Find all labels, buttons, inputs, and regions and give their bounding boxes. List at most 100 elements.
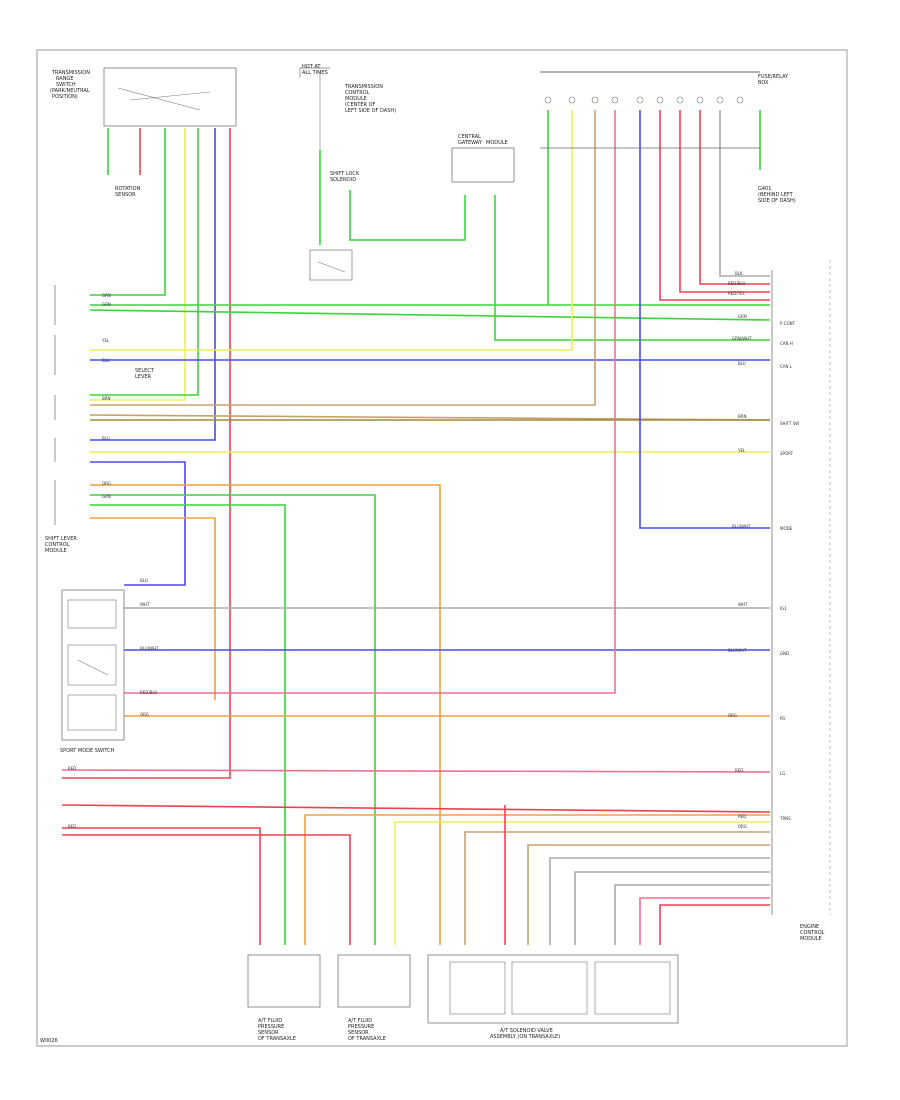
- wire-tan-35: [464, 831, 770, 945]
- svg-text:YEL: YEL: [737, 448, 746, 453]
- sport-mode-switch: [61, 589, 125, 741]
- svg-text:BOX: BOX: [758, 80, 769, 86]
- svg-text:RED: RED: [68, 766, 76, 771]
- wire-green-4: [90, 128, 199, 396]
- svg-text:SENSOR: SENSOR: [115, 192, 136, 198]
- wire-gray-38: [574, 871, 770, 945]
- svg-text:WHT: WHT: [140, 602, 150, 607]
- svg-text:LG: LG: [780, 771, 785, 776]
- wire-tan-16: [89, 414, 771, 421]
- connector-pin-7: [696, 96, 704, 104]
- wire-red-43: [679, 110, 770, 293]
- svg-text:GRN: GRN: [738, 314, 747, 319]
- fluid-pressure-sensor-1: [247, 954, 321, 1008]
- label-bottom-sensor-2: A/T FLUID PRESSURE SENSOR OF TRANSAXLE: [348, 1018, 386, 1042]
- svg-text:(CENTER OF: (CENTER OF: [345, 102, 376, 108]
- wire-blue-20: [639, 110, 770, 529]
- svg-text:CAN H: CAN H: [780, 341, 793, 346]
- label-rotation-sensor: ROTATION SENSOR: [115, 186, 141, 198]
- svg-text:RED/BLU: RED/BLU: [140, 690, 158, 695]
- solenoid-valve-assembly: [427, 954, 679, 1024]
- wire-pink-40: [639, 897, 770, 945]
- svg-text:OF TRANSAXLE: OF TRANSAXLE: [348, 1036, 386, 1042]
- label-solenoid-assembly: A/T SOLENOID VALVE ASSEMBLY (ON TRANSAXL…: [490, 1028, 560, 1040]
- svg-text:BRN: BRN: [102, 396, 111, 401]
- svg-text:BLU: BLU: [140, 578, 148, 583]
- connector-pin-9: [736, 96, 744, 104]
- svg-text:MODE: MODE: [780, 526, 793, 531]
- svg-text:MODULE: MODULE: [800, 936, 822, 942]
- svg-text:SELECT: SELECT: [135, 368, 155, 374]
- wire-green-0: [90, 128, 166, 296]
- svg-text:RED: RED: [68, 824, 76, 829]
- svg-text:RANGE: RANGE: [56, 76, 73, 82]
- label-select-lever: SELECT LEVER: [135, 368, 155, 380]
- svg-text:SWITCH: SWITCH: [56, 82, 76, 88]
- svg-text:SHIFT LEVER: SHIFT LEVER: [45, 536, 77, 542]
- right-wire-labels: BLK RED/BLU RED/YEL GRN GRN/WHT BLU BRN …: [728, 271, 752, 829]
- diagram-frame: [36, 49, 848, 1047]
- wire-green-12: [494, 195, 770, 341]
- connector-pin-4: [636, 96, 644, 104]
- wire-yellow-32: [394, 821, 770, 945]
- wire-red-41: [659, 904, 770, 945]
- svg-text:RED: RED: [735, 768, 743, 773]
- svg-text:SPORT: SPORT: [780, 451, 794, 456]
- label-central-gateway: CENTRAL GATEWAY MODULE: [458, 134, 508, 146]
- wire-red-42: [659, 110, 770, 301]
- connector-pin-3: [611, 96, 619, 104]
- connector-pin-1: [568, 96, 576, 104]
- svg-text:MODULE: MODULE: [486, 140, 508, 146]
- wire-pink-27: [124, 110, 616, 694]
- wire-orange-21: [90, 484, 441, 945]
- svg-text:A/T FLUID: A/T FLUID: [348, 1018, 372, 1024]
- svg-text:BLK: BLK: [735, 271, 743, 276]
- svg-text:CENTRAL: CENTRAL: [458, 134, 481, 140]
- svg-text:ORG: ORG: [102, 481, 111, 486]
- svg-text:GRN: GRN: [102, 494, 111, 499]
- svg-text:HOT AT: HOT AT: [302, 64, 321, 70]
- svg-text:BLU/WHT: BLU/WHT: [728, 648, 747, 653]
- svg-text:SHIFT SW: SHIFT SW: [780, 421, 799, 426]
- fluid-pressure-sensor-2: [337, 954, 411, 1008]
- label-junction: FUSE/RELAY BOX: [758, 74, 789, 86]
- left-wire-labels: GRN GRN YEL BLU BRN BLU ORG GRN BLU WHT …: [68, 293, 159, 829]
- svg-text:RED: RED: [738, 814, 746, 819]
- engine-control-module: [771, 260, 831, 915]
- svg-text:SHIFT LOCK: SHIFT LOCK: [330, 171, 360, 177]
- shift-lock-solenoid: [309, 249, 353, 281]
- wire-red-33: [62, 827, 261, 945]
- svg-text:ALL TIMES: ALL TIMES: [302, 70, 328, 76]
- svg-text:BLU/WHT: BLU/WHT: [140, 646, 159, 651]
- svg-text:LEFT SIDE OF DASH): LEFT SIDE OF DASH): [345, 108, 396, 114]
- wire-yellow-13: [90, 110, 573, 351]
- svg-text:SIDE OF DASH): SIDE OF DASH): [758, 198, 796, 204]
- wire-green-9: [89, 309, 771, 321]
- svg-text:BLU/WHT: BLU/WHT: [732, 524, 751, 529]
- svg-text:SENSOR: SENSOR: [258, 1030, 279, 1036]
- svg-text:ORG: ORG: [728, 713, 737, 718]
- svg-text:FUSE/RELAY: FUSE/RELAY: [758, 74, 789, 80]
- svg-text:BLU: BLU: [102, 358, 110, 363]
- right-pin-labels: P CONT CAN H CAN L SHIFT SW SPORT MODE I…: [779, 321, 799, 821]
- wire-gray-39: [614, 884, 770, 945]
- label-transmission-range-switch: TRANSMISSION RANGE SWITCH (PARK/NEUTRAL …: [50, 70, 90, 100]
- connector-pin-2: [591, 96, 599, 104]
- central-gateway-module: [451, 147, 515, 183]
- svg-text:TRNS: TRNS: [779, 816, 791, 821]
- wire-green-22: [90, 494, 376, 945]
- wire-orange-31: [304, 814, 770, 945]
- svg-text:(PARK/NEUTRAL: (PARK/NEUTRAL: [50, 88, 90, 94]
- svg-text:WHT: WHT: [738, 602, 748, 607]
- svg-text:GRN/WHT: GRN/WHT: [732, 336, 752, 341]
- wire-blue-19: [90, 461, 186, 586]
- svg-text:BLU: BLU: [102, 436, 110, 441]
- connector-pin-6: [676, 96, 684, 104]
- svg-text:MODULE: MODULE: [45, 548, 67, 554]
- wire-green-11: [349, 190, 466, 241]
- label-ground: G401 (BEHIND LEFT SIDE OF DASH): [758, 186, 796, 204]
- svg-text:GRN: GRN: [102, 302, 111, 307]
- svg-text:YEL: YEL: [101, 338, 110, 343]
- wire-tan-15: [90, 110, 596, 406]
